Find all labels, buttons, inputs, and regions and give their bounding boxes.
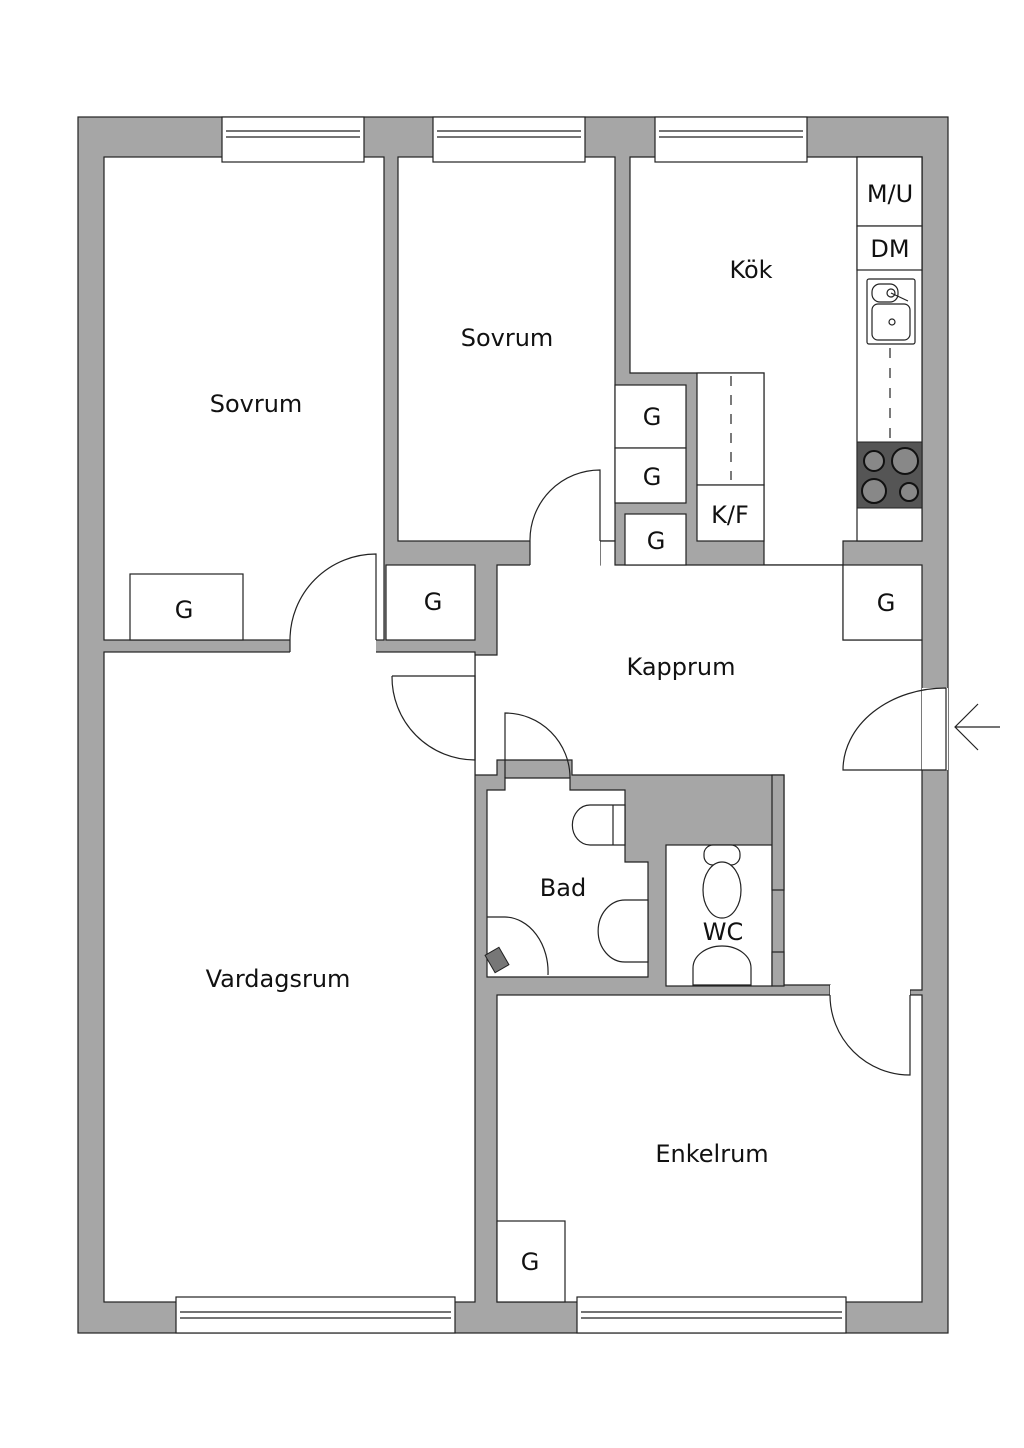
door-opening	[290, 638, 376, 654]
dishwasher-label: DM	[870, 235, 909, 263]
shower-head-icon	[484, 946, 510, 974]
wardrobe-label: G	[175, 596, 194, 624]
wardrobe	[614, 384, 687, 449]
wardrobe-label: G	[521, 1248, 540, 1276]
washing-machine-icon	[571, 804, 626, 846]
wardrobe-label: G	[643, 463, 662, 491]
entry-arrow-icon	[954, 703, 1000, 751]
stove-icon	[856, 441, 923, 509]
door-sovrum-left[interactable]	[289, 553, 377, 652]
toilet-icon	[692, 844, 752, 986]
door-opening	[530, 539, 600, 567]
dishwasher	[856, 225, 923, 271]
wc-wall-stub	[771, 951, 785, 987]
room-label-kok: Kök	[729, 256, 772, 284]
windows	[175, 116, 847, 1334]
entry-door[interactable]	[842, 687, 947, 771]
room-vardagsrum	[103, 651, 476, 1303]
sink-icon	[866, 278, 916, 345]
wardrobe	[624, 513, 687, 566]
sink-icon	[597, 899, 649, 963]
wc-wall-stub	[771, 774, 785, 891]
fridge-freezer-label: K/F	[711, 501, 749, 529]
room-label-vardagsrum: Vardagsrum	[206, 965, 351, 993]
microwave-label: M/U	[867, 180, 913, 208]
entry-opening	[922, 688, 948, 770]
room-label-kapprum: Kapprum	[627, 653, 736, 681]
microwave	[856, 156, 923, 227]
room-sovrum-left	[103, 156, 385, 641]
wardrobe	[496, 1220, 566, 1303]
door-vardagsrum[interactable]	[391, 675, 476, 761]
room-label-wc: WC	[703, 918, 744, 946]
door-opening	[830, 985, 910, 997]
wardrobe	[614, 447, 687, 504]
wardrobe-label: G	[643, 403, 662, 431]
door-enkelrum[interactable]	[829, 994, 911, 1076]
room-label-enkelrum: Enkelrum	[655, 1140, 768, 1168]
wardrobe-label: G	[424, 588, 443, 616]
wardrobe	[129, 573, 244, 641]
kitchen-counter	[696, 372, 765, 486]
wardrobe	[842, 564, 923, 641]
door-sovrum-middle[interactable]	[529, 469, 601, 565]
room-label-sovrum-left: Sovrum	[210, 390, 303, 418]
door-bad[interactable]	[504, 712, 571, 779]
wardrobe-label: G	[647, 527, 666, 555]
room-label-sovrum-middle: Sovrum	[461, 324, 554, 352]
wardrobe-label: G	[877, 589, 896, 617]
fridge-freezer	[696, 484, 765, 542]
shower-curtain	[487, 916, 549, 976]
room-enkelrum	[496, 994, 923, 1303]
wardrobe	[385, 564, 476, 641]
room-label-bad: Bad	[540, 874, 586, 902]
